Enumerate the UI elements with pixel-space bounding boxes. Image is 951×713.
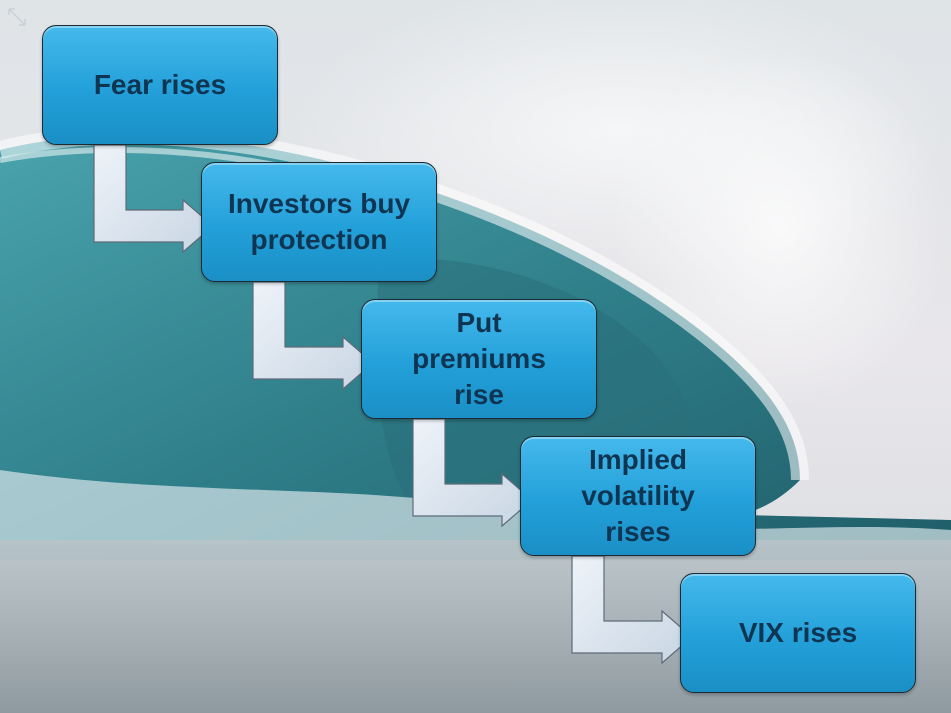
step-implied-volatility-rises: Implied volatility rises [520,436,756,556]
bent-arrow-icon [93,144,214,254]
step-label: Investors buy protection [227,188,411,255]
step-label: VIX rises [738,617,858,648]
step-label: Put premiums rise [412,307,546,410]
step-vix-rises: VIX rises [680,573,916,693]
expand-arrows-icon[interactable] [6,6,28,28]
step-fear-rises: Fear rises [42,25,278,145]
connector-arrows [93,144,693,665]
bent-arrow-icon [412,418,533,528]
step-label: Fear rises [93,69,227,100]
step-investors-buy-protection: Investors buy protection [201,162,437,282]
bent-arrow-icon [252,281,374,391]
bent-arrow-icon [571,555,693,665]
step-put-premiums-rise: Put premiums rise [361,299,597,419]
step-label: Implied volatility rises [581,444,695,547]
